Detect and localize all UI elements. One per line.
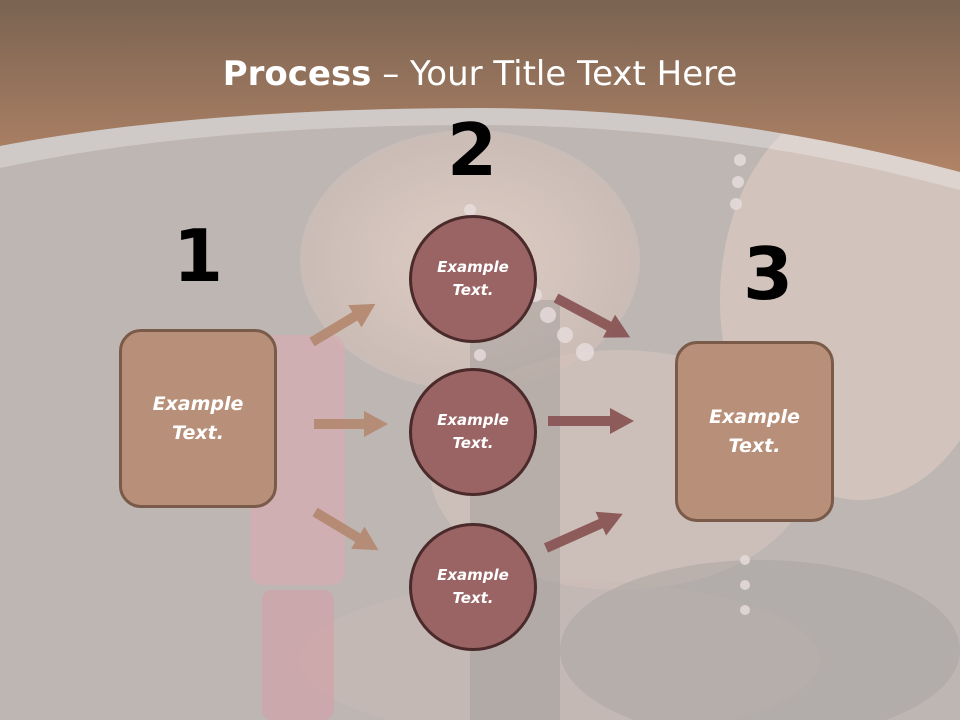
arrow-icon [309,303,376,347]
step-2-circle-1: Example Text. [409,215,537,343]
step-3-text: Example Text. [709,405,800,457]
slide-title: Process – Your Title Text Here [0,52,960,96]
step-number-1: 1 [172,214,224,298]
arrow-icon [543,511,623,553]
step-1-box: Example Text. [119,329,277,508]
title-bold: Process [222,54,372,94]
step-1-text: Example Text. [152,392,244,444]
step-2-circle-3: Example Text. [409,523,537,651]
step-number-3: 3 [742,232,794,316]
step-2-circle-2: Example Text. [409,368,537,496]
title-rest: – Your Title Text Here [371,54,738,94]
step-number-2: 2 [446,108,498,192]
step-2-text-3: Example Text. [437,566,509,607]
arrow-icon [548,408,634,434]
step-2-text-1: Example Text. [437,258,509,299]
arrow-icon [314,411,388,437]
step-3-box: Example Text. [675,341,834,522]
arrow-icon [312,507,379,551]
step-2-text-2: Example Text. [437,411,509,452]
arrow-icon [553,293,631,338]
